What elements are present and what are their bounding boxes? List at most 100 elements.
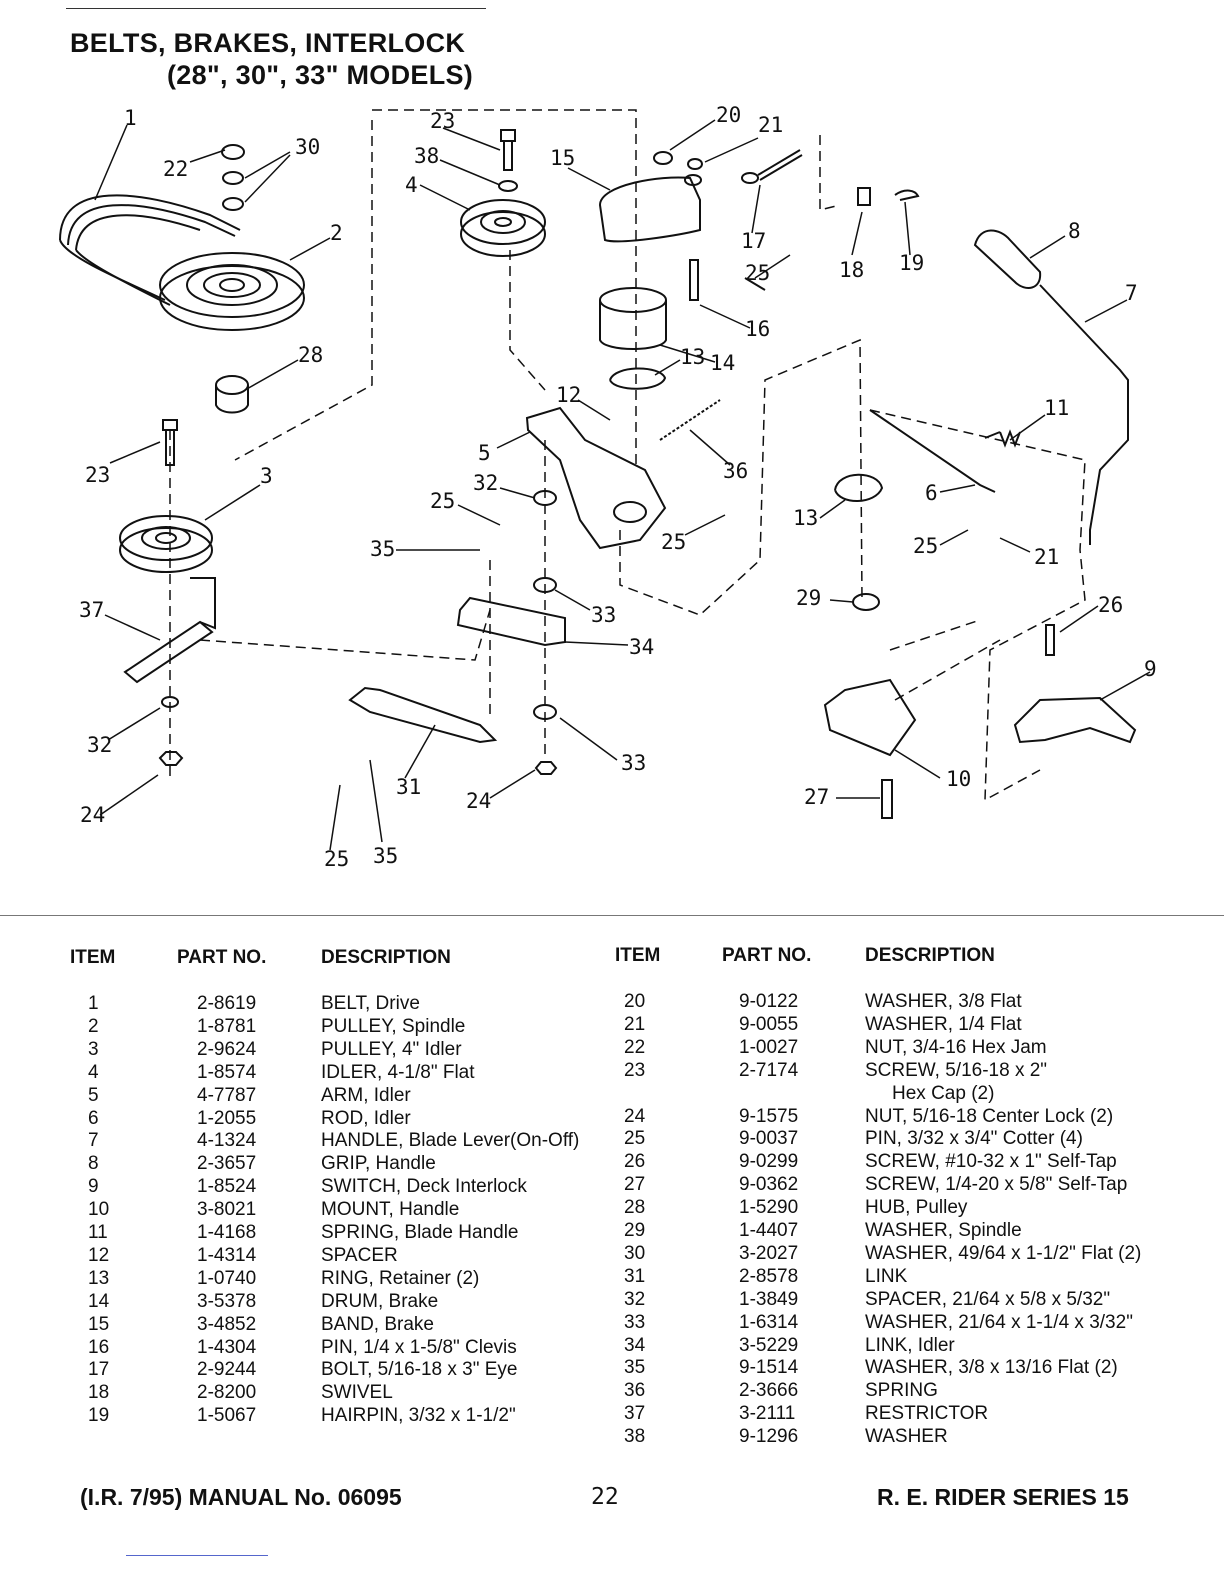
callout-25: 25 bbox=[745, 261, 770, 285]
callout-20: 20 bbox=[716, 103, 741, 127]
part-number: 2-8578 bbox=[739, 1265, 799, 1287]
part-number: 2-3657 bbox=[197, 1153, 257, 1175]
part-item-number: 19 bbox=[88, 1405, 110, 1427]
part-item-number: 27 bbox=[624, 1174, 646, 1196]
callout-7: 7 bbox=[1125, 281, 1138, 305]
part-number: 4-7787 bbox=[197, 1084, 257, 1106]
part-description: BELT, Drive bbox=[321, 993, 420, 1014]
callout-36: 36 bbox=[723, 459, 748, 483]
callout-25: 25 bbox=[661, 530, 686, 554]
part-number: 9-0037 bbox=[739, 1128, 799, 1150]
callout-25: 25 bbox=[913, 534, 938, 558]
part-number: 9-0122 bbox=[739, 991, 799, 1012]
callout-5: 5 bbox=[478, 441, 491, 465]
blade-lever-handle-illustration bbox=[1039, 284, 1129, 545]
part-item-number: 22 bbox=[624, 1036, 646, 1058]
part-description: ARM, Idler bbox=[321, 1084, 411, 1106]
part-description: RING, Retainer (2) bbox=[321, 1267, 480, 1289]
part-description: DRUM, Brake bbox=[321, 1290, 439, 1312]
part-description: RESTRICTOR bbox=[865, 1403, 989, 1425]
restrictor-illustration bbox=[123, 577, 216, 684]
hex-bolt-left-illustration bbox=[162, 419, 178, 466]
part-number: 2-7174 bbox=[739, 1059, 799, 1081]
spindle-pulley-illustration bbox=[159, 252, 305, 331]
callout-13: 13 bbox=[793, 506, 818, 530]
callout-37: 37 bbox=[79, 598, 104, 622]
drive-belt-illustration bbox=[59, 194, 241, 306]
retainer-ring-lower-illustration bbox=[834, 473, 884, 502]
screw-26-illustration bbox=[1045, 624, 1055, 656]
part-item-number: 1 bbox=[88, 993, 99, 1014]
part-description: BOLT, 5/16-18 x 3" Eye bbox=[321, 1359, 518, 1381]
screw-27-illustration bbox=[881, 779, 893, 819]
swivel-illustration bbox=[857, 187, 871, 206]
part-number: 3-5229 bbox=[739, 1334, 799, 1356]
part-description: SCREW, 1/4-20 x 5/8" Self-Tap bbox=[865, 1174, 1128, 1196]
page-title-line1: BELTS, BRAKES, INTERLOCK bbox=[70, 28, 466, 58]
hairpin-illustration bbox=[894, 189, 920, 201]
part-description: BAND, Brake bbox=[321, 1313, 434, 1335]
idler-pulley-4in-illustration bbox=[119, 515, 213, 573]
part-description: NUT, 5/16-18 Center Lock (2) bbox=[865, 1105, 1114, 1127]
callout-16: 16 bbox=[745, 317, 770, 341]
part-description: LINK, Idler bbox=[865, 1334, 955, 1356]
callout-24: 24 bbox=[80, 803, 105, 827]
part-number: 9-1514 bbox=[739, 1357, 799, 1379]
part-description: SWIVEL bbox=[321, 1382, 393, 1404]
part-number: 1-0027 bbox=[739, 1036, 799, 1058]
callout-33: 33 bbox=[621, 751, 646, 775]
idler-link-illustration bbox=[456, 596, 566, 647]
brake-band-illustration bbox=[598, 174, 702, 243]
part-number: 1-6314 bbox=[739, 1311, 799, 1333]
part-number: 2-8619 bbox=[197, 993, 257, 1014]
nut-middle-illustration bbox=[534, 761, 558, 775]
part-number: 9-0299 bbox=[739, 1151, 799, 1173]
part-description: HAIRPIN, 3/32 x 1-1/2" bbox=[321, 1405, 516, 1427]
part-item-number: 7 bbox=[88, 1130, 99, 1152]
exploded-parts-diagram: 1234567891011121313141516171819202121222… bbox=[59, 103, 1157, 871]
part-number: 3-8021 bbox=[197, 1199, 257, 1221]
part-number: 1-2055 bbox=[197, 1107, 257, 1129]
callout-15: 15 bbox=[550, 146, 575, 170]
callout-35: 35 bbox=[373, 844, 398, 868]
part-description: SWITCH, Deck Interlock bbox=[321, 1176, 527, 1198]
clevis-pin-illustration bbox=[689, 259, 699, 301]
part-number: 9-0362 bbox=[739, 1174, 799, 1196]
callout-6: 6 bbox=[925, 481, 938, 505]
part-item-number: 9 bbox=[88, 1176, 99, 1198]
part-item-number: 25 bbox=[624, 1128, 646, 1150]
part-description: SPACER, 21/64 x 5/8 x 5/32" bbox=[865, 1288, 1111, 1310]
idler-arm-illustration bbox=[525, 406, 667, 550]
hex-bolt-top-illustration bbox=[498, 129, 518, 192]
part-item-number: 36 bbox=[624, 1380, 646, 1402]
part-description: WASHER, Spindle bbox=[865, 1220, 1022, 1241]
part-description: HUB, Pulley bbox=[865, 1197, 968, 1219]
part-item-number: 33 bbox=[624, 1311, 646, 1333]
header-description: DESCRIPTION bbox=[321, 947, 451, 968]
part-item-number: 29 bbox=[624, 1220, 646, 1241]
jam-nut-washers-illustration bbox=[221, 144, 245, 211]
callout-28: 28 bbox=[298, 343, 323, 367]
deck-interlock-switch-illustration bbox=[1013, 696, 1137, 744]
footer-manual-number: (I.R. 7/95) MANUAL No. 06095 bbox=[80, 1484, 402, 1510]
part-number: 4-1324 bbox=[197, 1130, 257, 1152]
callout-4: 4 bbox=[405, 173, 418, 197]
part-description: SPRING, Blade Handle bbox=[321, 1222, 519, 1243]
eye-bolt-illustration bbox=[741, 149, 803, 184]
part-description: PULLEY, Spindle bbox=[321, 1015, 466, 1037]
part-number: 2-9624 bbox=[197, 1038, 257, 1060]
part-item-number: 11 bbox=[88, 1222, 108, 1243]
callout-31: 31 bbox=[396, 775, 421, 799]
callout-10: 10 bbox=[946, 767, 971, 791]
part-description: WASHER, 49/64 x 1-1/2" Flat (2) bbox=[865, 1242, 1142, 1264]
callout-26: 26 bbox=[1098, 593, 1123, 617]
part-item-number: 26 bbox=[624, 1151, 646, 1173]
part-item-number: 31 bbox=[624, 1265, 646, 1287]
part-item-number: 13 bbox=[88, 1267, 110, 1289]
part-number: 2-9244 bbox=[197, 1359, 257, 1381]
callout-18: 18 bbox=[839, 258, 864, 282]
part-description: WASHER, 1/4 Flat bbox=[865, 1013, 1022, 1035]
callout-9: 9 bbox=[1144, 657, 1157, 681]
callout-24: 24 bbox=[466, 789, 491, 813]
callout-29: 29 bbox=[796, 586, 821, 610]
